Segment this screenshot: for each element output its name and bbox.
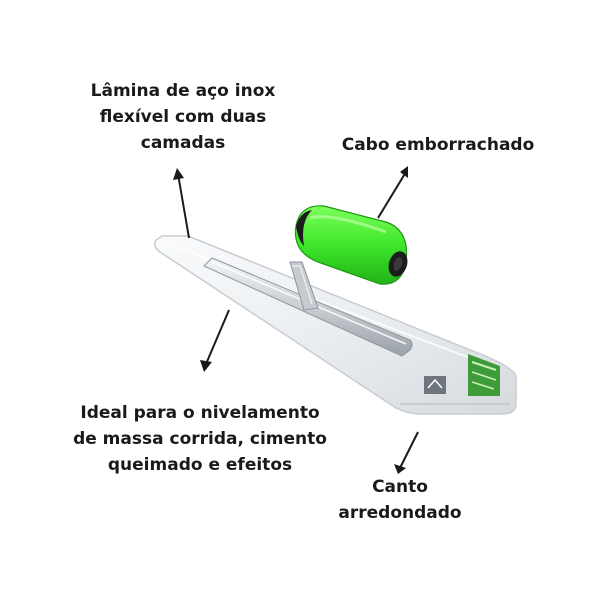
arrow-down-corner xyxy=(394,431,419,474)
rubber-handle xyxy=(294,205,408,285)
arrow-down-ideal xyxy=(200,309,230,372)
ideal-label-line-3: queimado e efeitos xyxy=(107,455,293,475)
arrow-up-handle xyxy=(377,166,408,219)
ideal-label-line-2: de massa corrida, cimento xyxy=(73,429,327,449)
blade-description-label: Lâmina de aço inox flexível com duas cam… xyxy=(78,78,288,156)
blade-label-line-1: Lâmina de aço inox xyxy=(90,81,276,101)
blade-label-line-2: flexível com duas xyxy=(99,107,267,127)
blade-label-line-3: camadas xyxy=(140,133,226,153)
handle-post xyxy=(289,261,319,311)
ideal-label-line-1: Ideal para o nivelamento xyxy=(80,403,320,423)
product-sticker xyxy=(468,354,500,396)
handle-label-line-1: Cabo emborrachado xyxy=(341,135,535,155)
usage-description-label: Ideal para o nivelamento de massa corrid… xyxy=(70,400,330,478)
corner-label-line-1: Canto xyxy=(372,477,428,497)
corner-description-label: Canto arredondado xyxy=(330,474,470,526)
corner-label-line-2: arredondado xyxy=(338,503,462,523)
handle-description-label: Cabo emborrachado xyxy=(338,132,538,158)
brand-logo-mark xyxy=(424,376,446,394)
arrow-up-blade xyxy=(173,168,190,239)
